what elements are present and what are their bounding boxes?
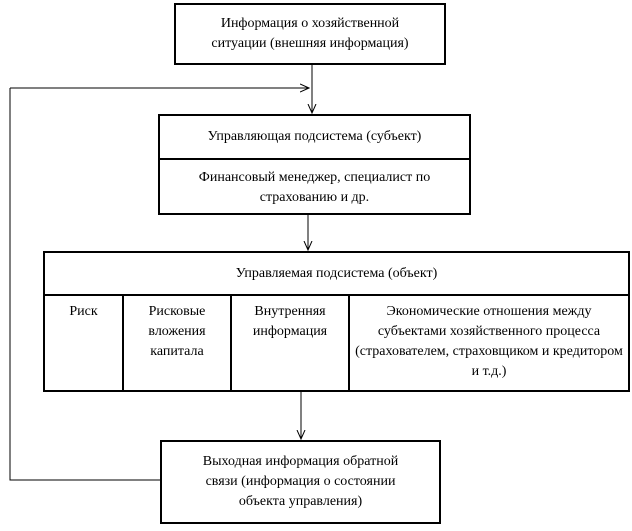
control-subsystem-body: Финансовый менеджер, специалист по страх…	[160, 160, 469, 215]
feedback-info-box: Выходная информация обратной связи (инфо…	[160, 440, 441, 524]
control-body-text: Финансовый менеджер, специалист по страх…	[198, 169, 431, 205]
external-info-box: Информация о хозяйственной ситуации (вне…	[174, 3, 446, 65]
control-title-text: Управляющая подсистема (субъект)	[207, 129, 422, 144]
feedback-loop-line	[9, 88, 160, 481]
cell-economic-relations-text: Экономические отношения между субъектами…	[355, 304, 623, 379]
control-subsystem-box: Управляющая подсистема (субъект) Финансо…	[158, 114, 471, 215]
feedback-info-text: Выходная информация обратной связи (инфо…	[202, 454, 399, 509]
managed-subsystem-title: Управляемая подсистема (объект)	[45, 253, 628, 296]
cell-risky-investments: Рисковые вложения капитала	[122, 296, 232, 390]
cell-risk: Риск	[45, 296, 122, 390]
external-info-text: Информация о хозяйственной ситуации (вне…	[211, 16, 409, 51]
managed-title-text: Управляемая подсистема (объект)	[235, 265, 438, 281]
managed-subsystem-box: Управляемая подсистема (объект) Риск Рис…	[43, 251, 630, 392]
control-subsystem-title: Управляющая подсистема (субъект)	[160, 116, 469, 160]
cell-economic-relations: Экономические отношения между субъектами…	[350, 296, 628, 390]
cell-internal-info: Внутренняя информация	[232, 296, 350, 390]
cell-risk-text: Риск	[69, 304, 98, 319]
cell-risky-investments-text: Рисковые вложения капитала	[148, 304, 206, 359]
cell-internal-info-text: Внутренняя информация	[252, 304, 328, 339]
